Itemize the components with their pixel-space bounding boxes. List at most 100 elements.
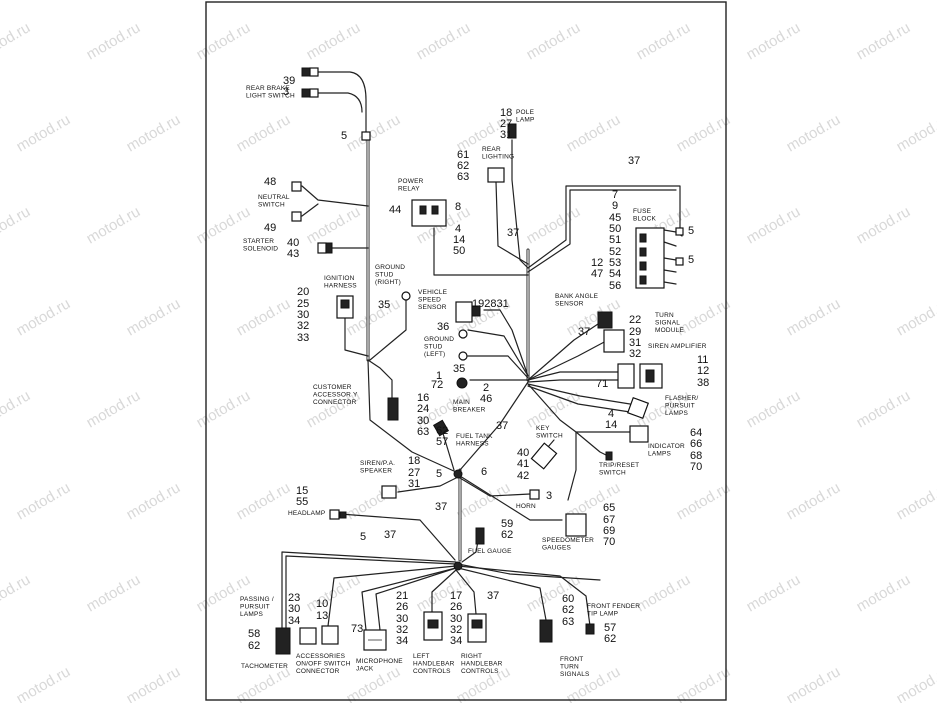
customer-accessory-connector-component	[387, 397, 399, 421]
label-line: HARNESS	[324, 283, 357, 290]
label-line: REAR BRAKE	[246, 85, 290, 92]
callout-number: 7	[612, 189, 618, 201]
label-line: CONTROLS	[461, 668, 499, 675]
watermark-text: motod.ru	[524, 19, 584, 63]
callout-number: 62	[457, 160, 469, 172]
watermark-text: motod.ru	[124, 479, 184, 523]
callout-number: 35	[453, 363, 465, 375]
watermark-text: motod.ru	[234, 111, 294, 155]
watermark-text: motod.ru	[304, 571, 364, 615]
callout-number: 57	[436, 436, 448, 448]
watermark-layer: motod.ru motod.ru motod.ru motod.ru motod.ru…	[0, 19, 937, 703]
label-line: LIGHTING	[482, 154, 514, 161]
callout-number: 25	[297, 298, 309, 310]
label-tachometer: TACHOMETER	[241, 663, 288, 670]
callout-number: 34	[450, 635, 462, 647]
callout-number: 4	[455, 223, 461, 235]
watermark-text: motod.ru	[524, 203, 584, 247]
label-line: PURSUIT	[665, 403, 695, 410]
callout-number: 40	[517, 447, 529, 459]
label-line: STARTER	[243, 238, 274, 245]
callout-number: 24	[417, 403, 429, 415]
key-switch-component	[530, 442, 558, 470]
label-horn: HORN	[516, 503, 536, 510]
label-line: LAMPS	[240, 611, 264, 618]
watermark-text: motod.ru	[784, 295, 844, 339]
callout-number: 10	[316, 598, 328, 610]
callout-number: 26	[450, 601, 462, 613]
callout-number: 5	[360, 531, 366, 543]
label-line: TIP LAMP	[587, 611, 618, 618]
label-line: ACCESSORIES	[296, 653, 346, 660]
callout-number: 23	[288, 592, 300, 604]
flasher-pursuit-lamps-connector	[626, 396, 650, 420]
label-line: LAMPS	[665, 410, 689, 417]
callout-number: 12	[591, 257, 603, 269]
callout-number: 62	[562, 604, 574, 616]
diagram-frame	[205, 1, 727, 701]
callout-number: 16	[417, 392, 429, 404]
callout-number: 50	[609, 223, 621, 235]
callout-number: 72	[431, 379, 443, 391]
callout-number: 22	[629, 314, 641, 326]
ignition-harness-connector	[336, 295, 354, 319]
power-relay-block	[411, 199, 447, 227]
watermark-text: motod.ru	[304, 19, 364, 63]
label-line: GROUND	[424, 336, 454, 343]
watermark-text: motod.ru	[414, 571, 474, 615]
label-line: STUD	[424, 344, 443, 351]
watermark-text: motod.ru	[854, 203, 914, 247]
watermark-text: motod.ru	[744, 571, 804, 615]
callout-number: 20	[297, 286, 309, 298]
watermark-text: motod.ru	[564, 111, 624, 155]
right-handlebar-controls-connector	[467, 613, 487, 643]
callout-number: 68	[690, 450, 702, 462]
label-line: SIGNAL	[655, 320, 680, 327]
callout-number: 30	[297, 309, 309, 321]
label-line: SENSOR	[555, 301, 584, 308]
watermark-text: motod.ru	[84, 203, 144, 247]
watermark-text: motod.ru	[344, 111, 404, 155]
watermark-text: motod.ru	[674, 479, 734, 523]
label-headlamp: HEADLAMP	[288, 510, 325, 517]
rear-brake-light-switch-connector	[301, 67, 319, 98]
callout-number: 18	[500, 107, 512, 119]
front-turn-signals-connector	[539, 619, 553, 643]
callout-number: 73	[351, 623, 363, 635]
label-line: MICROPHONE	[356, 658, 403, 665]
label-line: FUEL GAUGE	[468, 548, 512, 555]
watermark-text: motod.ru	[84, 19, 144, 63]
watermark-text: motod.ru	[894, 111, 937, 155]
callout-number: 39	[283, 75, 295, 87]
callout-number: 57	[604, 622, 616, 634]
label-line: (LEFT)	[424, 351, 445, 358]
label-line: CONNECTOR	[313, 399, 357, 406]
callout-number: 8	[455, 201, 461, 213]
callout-number: 32	[450, 624, 462, 636]
watermark-text: motod.ru	[14, 663, 74, 703]
callout-number: 37	[384, 529, 396, 541]
fuel-gauge-connector	[475, 527, 485, 545]
callout-number: 37	[487, 590, 499, 602]
callout-number: 31	[629, 337, 641, 349]
label-siren-pa-speaker: SIREN/P.A.SPEAKER	[360, 460, 395, 475]
watermark-text: motod.ru	[784, 111, 844, 155]
microphone-jack-component	[363, 629, 387, 651]
label-line: SPEEDOMETER	[542, 537, 594, 544]
callout-number: 60	[562, 593, 574, 605]
label-line: SIREN AMPLIFIER	[648, 343, 707, 350]
siren-amplifier-connector	[617, 363, 663, 389]
callout-number: 9	[612, 200, 618, 212]
callout-number: 66	[690, 438, 702, 450]
callout-number: 30	[417, 415, 429, 427]
watermark-text: motod.ru	[634, 19, 694, 63]
label-line: NEUTRAL	[258, 194, 290, 201]
speedometer-gauges-component	[565, 513, 587, 537]
callout-number: 63	[417, 426, 429, 438]
label-line: FRONT	[560, 656, 583, 663]
